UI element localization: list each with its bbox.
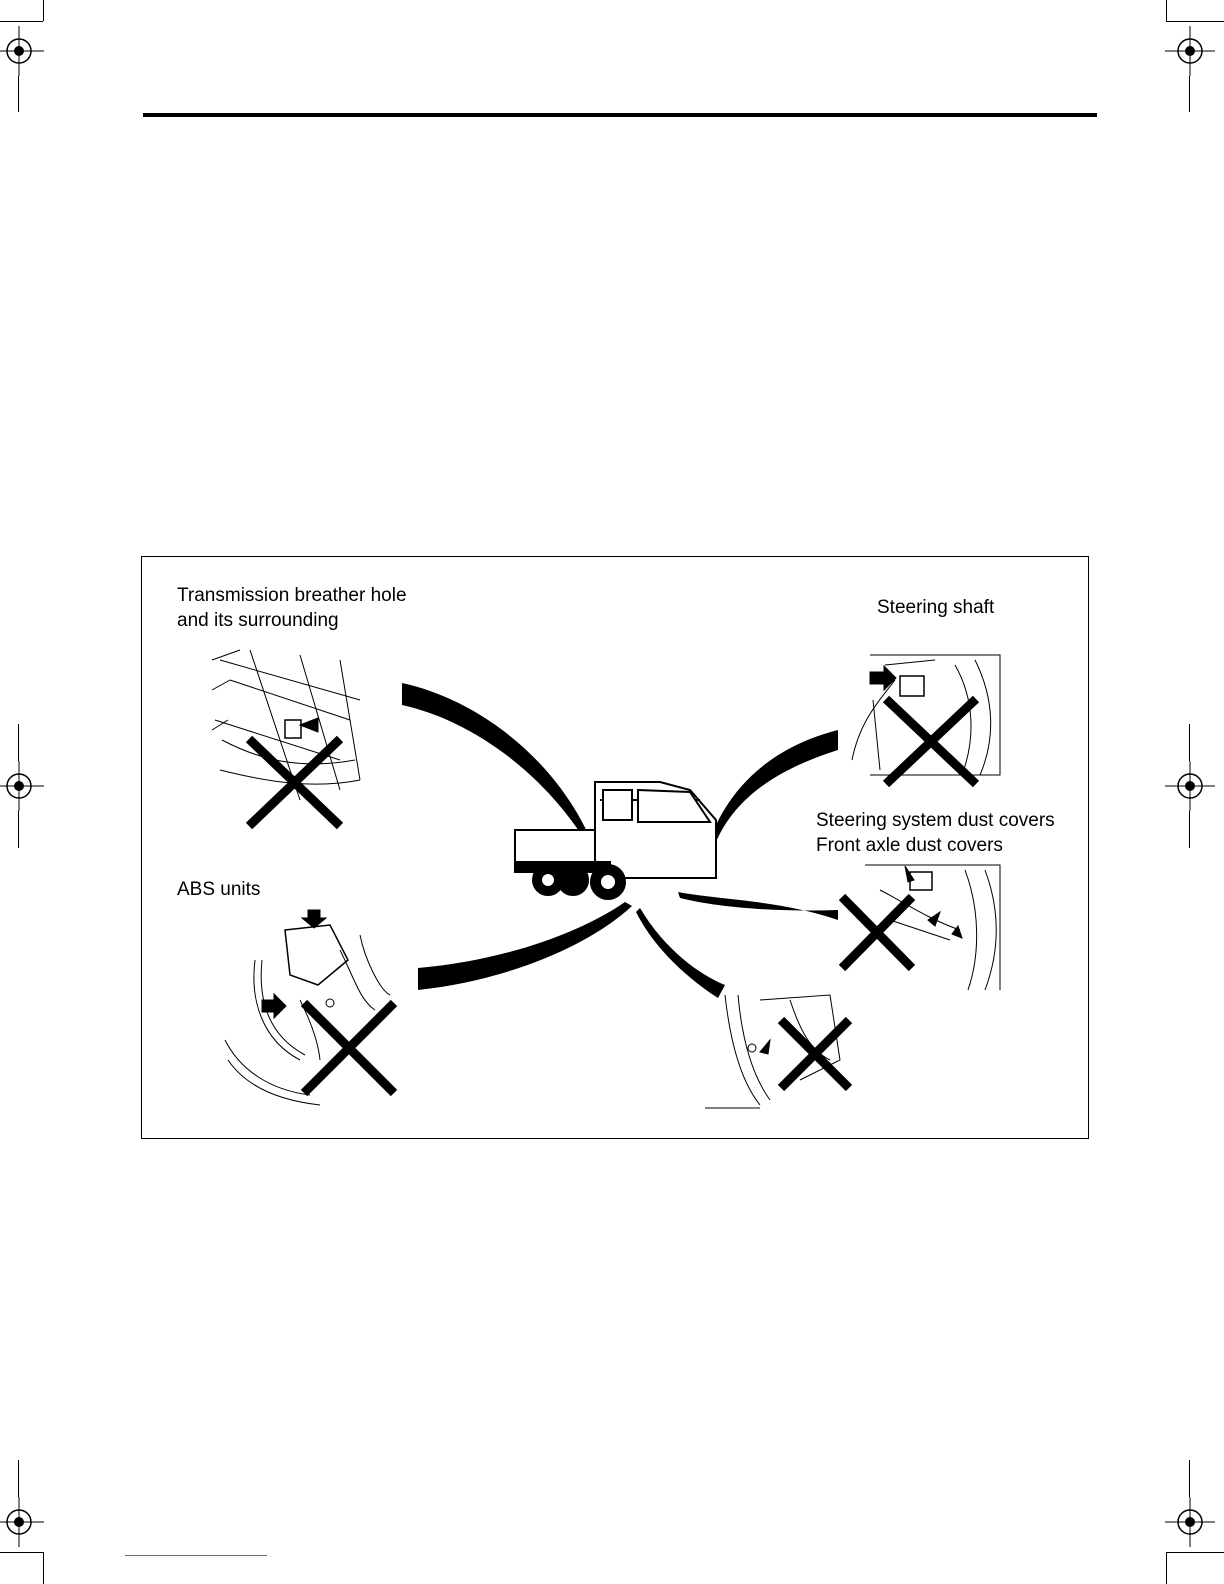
arrow-icon [870,666,896,690]
truck-illustration [515,782,716,899]
beam-lower [636,908,725,998]
beam-abs [418,902,632,990]
arrow-icon [300,718,318,732]
detail-steering-shaft [852,655,1000,775]
arrow-icon [760,1040,770,1054]
footer-rule [125,1555,267,1556]
x-cross-icon [842,897,912,968]
beam-dust-covers [678,892,838,920]
x-cross-icon [886,699,976,784]
beam-transmission [402,683,590,840]
arrow-icon [262,994,286,1018]
x-cross-icon [249,739,340,826]
x-cross-icon [304,1003,394,1093]
beam-steering-shaft [705,730,838,855]
arrow-icon [928,912,940,926]
